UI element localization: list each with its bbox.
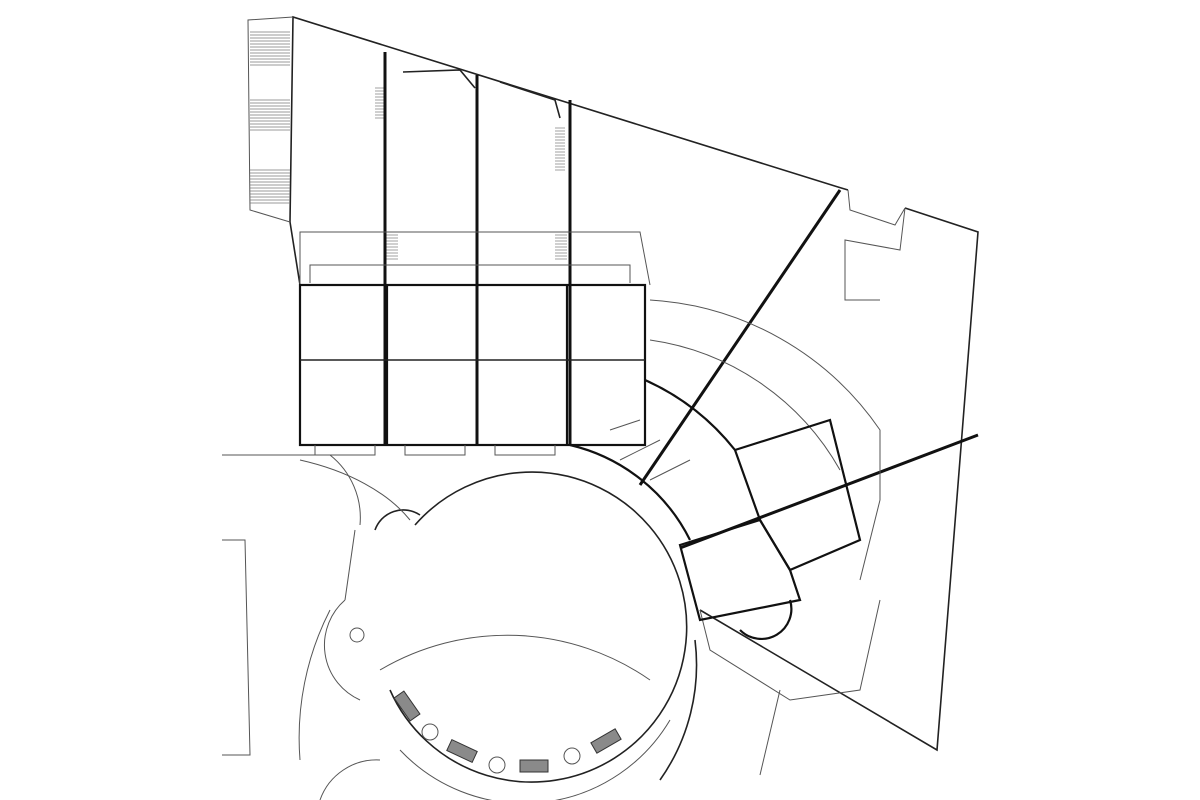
bench [393,690,421,722]
bench [446,738,478,764]
party-walls [383,52,979,550]
tree [421,723,439,741]
bench [590,728,622,754]
curved-wing [569,378,862,640]
circular-plaza [222,454,698,800]
stairs-left [250,31,567,260]
terraced-houses [298,283,647,456]
plaza-furniture [349,627,622,774]
bench [519,759,549,773]
terrace-outlines [299,207,906,776]
site-boundary [222,15,979,756]
tree [488,756,506,774]
tree [563,747,581,765]
tree [349,627,365,643]
